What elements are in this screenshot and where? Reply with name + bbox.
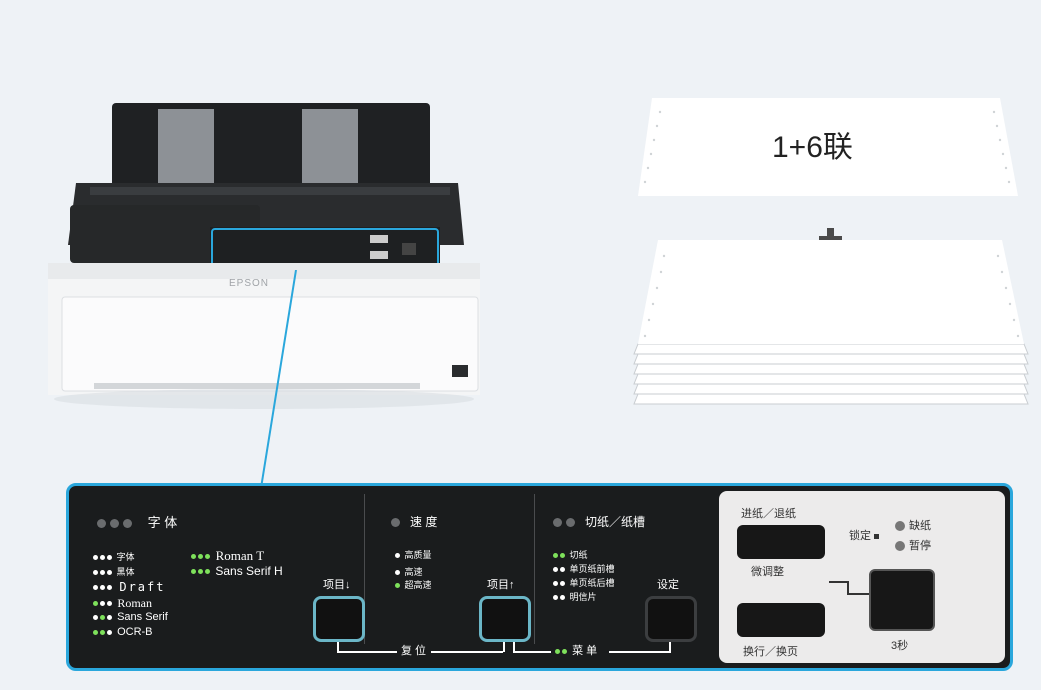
cut-item-4: 明信片 — [553, 590, 597, 603]
font-item-1: 字体 — [93, 550, 135, 563]
cut-led-1 — [553, 518, 562, 528]
speed-led — [391, 518, 400, 528]
font-item-3: Draft — [93, 580, 165, 594]
speed-item-2: 高速 — [395, 565, 423, 578]
set-label: 设定 — [657, 579, 679, 591]
font-item-8: Sans Serif H — [191, 564, 283, 578]
item-up-label: 项目↑ — [487, 579, 515, 591]
callout-line — [260, 270, 297, 488]
pause-button[interactable] — [869, 569, 935, 631]
menu-label: 菜 单 — [555, 646, 597, 657]
cut-item-1: 切纸 — [553, 548, 588, 561]
cut-led-2 — [566, 518, 575, 528]
control-panel: 字 体 字体 黑体 Draft Roman Sans Serif OCR-B R… — [66, 483, 1013, 671]
font-led-3 — [123, 519, 132, 529]
set-button[interactable] — [645, 596, 697, 642]
line-form-feed-button[interactable] — [737, 603, 825, 637]
printer-brand: EPSON — [229, 278, 270, 289]
three-sec-label: 3秒 — [891, 640, 909, 652]
pause-label: 暂停 — [895, 537, 931, 553]
copies-label: 1+6联 — [772, 131, 853, 164]
font-item-7: Roman T — [191, 548, 264, 564]
font-item-5: Sans Serif — [93, 611, 168, 623]
cut-header: 切纸／纸槽 — [553, 516, 645, 528]
font-led-2 — [110, 519, 119, 529]
font-header: 字 体 — [97, 516, 177, 529]
lock-label: 锁定 — [849, 527, 880, 543]
speed-item-1: 高质量 — [395, 548, 432, 561]
feed-eject-button[interactable] — [737, 525, 825, 559]
font-item-2: 黑体 — [93, 565, 135, 578]
font-item-6: OCR-B — [93, 626, 153, 638]
item-up-button[interactable] — [479, 596, 531, 642]
feed-eject-label: 进纸／退纸 — [741, 508, 796, 520]
font-led-1 — [97, 519, 106, 529]
speed-item-3: 超高速 — [395, 578, 432, 591]
reset-label: 复 位 — [401, 645, 427, 657]
line-form-feed-label: 换行／换页 — [743, 646, 798, 658]
micro-adjust-label: 微调整 — [751, 566, 784, 578]
speed-header: 速 度 — [391, 516, 437, 528]
paper-stack — [633, 240, 1029, 405]
feed-panel: 进纸／退纸 微调整 换行／换页 锁定 缺纸 暂停 3秒 — [719, 491, 1005, 663]
font-item-4: Roman — [93, 596, 152, 611]
item-down-button[interactable] — [313, 596, 365, 642]
plus-icon — [818, 226, 842, 250]
item-down-label: 项目↓ — [323, 579, 351, 591]
cut-item-3: 单页纸后槽 — [553, 576, 615, 589]
cut-item-2: 单页纸前槽 — [553, 562, 615, 575]
paper-out-label: 缺纸 — [895, 517, 931, 533]
printer-illustration — [48, 103, 480, 409]
